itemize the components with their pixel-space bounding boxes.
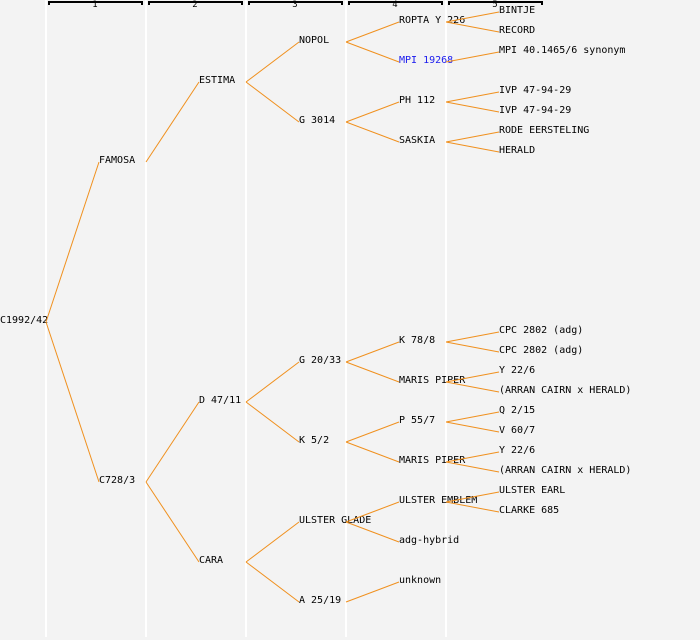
- pedigree-node: HERALD: [499, 145, 536, 156]
- pedigree-edge: [145, 81, 200, 163]
- pedigree-node: A 25/19: [299, 595, 342, 606]
- pedigree-node: RECORD: [499, 25, 536, 36]
- pedigree-edge: [145, 401, 200, 483]
- pedigree-node: ULSTER EMBLEM: [399, 495, 478, 506]
- pedigree-edge: [345, 581, 400, 603]
- pedigree-node: ROPTA Y 226: [399, 15, 466, 26]
- pedigree-node: G 3014: [299, 115, 336, 126]
- pedigree-edge: [145, 481, 200, 563]
- column-number: 5: [492, 0, 498, 10]
- pedigree-node: BINTJE: [499, 5, 536, 16]
- pedigree-node: ULSTER GLADE: [299, 515, 372, 526]
- pedigree-edge: [445, 51, 500, 63]
- column-separator: [345, 0, 347, 637]
- pedigree-node: ESTIMA: [199, 75, 236, 86]
- pedigree-node: C728/3: [99, 475, 136, 486]
- column-bracket: [148, 1, 243, 5]
- pedigree-node: CARA: [199, 555, 224, 566]
- pedigree-edge: [245, 41, 300, 83]
- pedigree-edge: [245, 361, 300, 403]
- pedigree-node: Y 22/6: [499, 445, 536, 456]
- pedigree-edge: [345, 41, 400, 63]
- pedigree-edge: [345, 421, 400, 443]
- pedigree-node: G 20/33: [299, 355, 342, 366]
- pedigree-node: MPI 40.1465/6 synonym: [499, 45, 626, 56]
- column-separator: [445, 0, 447, 637]
- pedigree-node: CPC 2802 (adg): [499, 345, 584, 356]
- pedigree-node: Y 22/6: [499, 365, 536, 376]
- column-bracket: [348, 1, 443, 5]
- pedigree-node: Q 2/15: [499, 405, 536, 416]
- pedigree-node: FAMOSA: [99, 155, 136, 166]
- pedigree-edge: [445, 141, 500, 153]
- pedigree-node: RODE EERSTELING: [499, 125, 590, 136]
- column-number: 3: [292, 0, 298, 10]
- pedigree-edge: [345, 441, 400, 463]
- column-bracket: [48, 1, 143, 5]
- pedigree-node: ULSTER EARL: [499, 485, 566, 496]
- column-number: 2: [192, 0, 198, 10]
- pedigree-edge: [345, 121, 400, 143]
- pedigree-node: CPC 2802 (adg): [499, 325, 584, 336]
- pedigree-edge: [345, 341, 400, 363]
- pedigree-node: P 55/7: [399, 415, 436, 426]
- pedigree-node: NOPOL: [299, 35, 330, 46]
- column-number: 1: [92, 0, 98, 10]
- pedigree-node: IVP 47-94-29: [499, 85, 572, 96]
- column-separator: [145, 0, 147, 637]
- pedigree-node: adg-hybrid: [399, 535, 460, 546]
- pedigree-edge: [345, 21, 400, 43]
- pedigree-node: C1992/42: [0, 315, 49, 326]
- pedigree-node: V 60/7: [499, 425, 536, 436]
- pedigree-node: SASKIA: [399, 135, 436, 146]
- pedigree-edge: [245, 561, 300, 603]
- pedigree-node: (ARRAN CAIRN x HERALD): [499, 385, 632, 396]
- column-separator: [245, 0, 247, 637]
- pedigree-edge: [245, 521, 300, 563]
- pedigree-node: unknown: [399, 575, 442, 586]
- column-number: 4: [392, 0, 398, 10]
- pedigree-edge: [245, 401, 300, 443]
- column-bracket: [248, 1, 343, 5]
- pedigree-edge: [445, 341, 500, 353]
- pedigree-node: D 47/11: [199, 395, 242, 406]
- pedigree-edge: [445, 131, 500, 143]
- pedigree-node: (ARRAN CAIRN x HERALD): [499, 465, 632, 476]
- pedigree-edge: [345, 361, 400, 383]
- pedigree-node: IVP 47-94-29: [499, 105, 572, 116]
- column-bracket: [448, 1, 543, 5]
- pedigree-edge: [345, 101, 400, 123]
- pedigree-edge: [45, 161, 100, 323]
- pedigree-node: MARIS PIPER: [399, 455, 466, 466]
- pedigree-edge: [45, 321, 100, 483]
- pedigree-node-link[interactable]: MPI 19268: [399, 55, 454, 66]
- pedigree-node: PH 112: [399, 95, 436, 106]
- pedigree-edge: [445, 411, 500, 423]
- pedigree-edge: [445, 101, 500, 113]
- pedigree-edge: [445, 331, 500, 343]
- pedigree-node: K 5/2: [299, 435, 330, 446]
- pedigree-node: MARIS PIPER: [399, 375, 466, 386]
- pedigree-node: K 78/8: [399, 335, 436, 346]
- pedigree-edge: [445, 421, 500, 433]
- pedigree-node: CLARKE 685: [499, 505, 560, 516]
- pedigree-edge: [245, 81, 300, 123]
- pedigree-edge: [445, 91, 500, 103]
